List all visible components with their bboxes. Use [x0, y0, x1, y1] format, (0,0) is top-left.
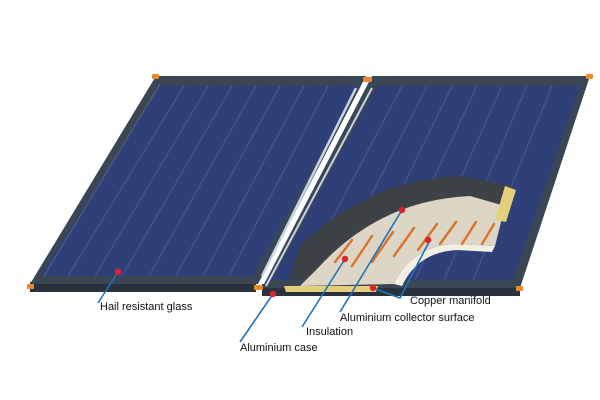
leader-hail-resistant-glass — [97, 271, 119, 304]
label-aluminium-collector-surface: Aluminium collector surface — [340, 312, 475, 324]
leader-copper-manifold — [372, 239, 431, 299]
marker-aluminium-collector-surface — [398, 206, 406, 214]
marker-copper-manifold-top — [424, 236, 432, 244]
left-collector-panel — [30, 76, 366, 292]
cutaway-insulation — [300, 196, 505, 286]
leader-aluminium-collector-surface — [339, 209, 403, 313]
label-aluminium-case: Aluminium case — [240, 342, 318, 354]
label-insulation: Insulation — [306, 326, 353, 338]
case-gold-strip — [284, 286, 378, 292]
label-hail-resistant-glass: Hail resistant glass — [100, 301, 193, 313]
marker-aluminium-case — [269, 290, 277, 298]
marker-hail-resistant-glass — [114, 268, 122, 276]
leader-aluminium-case — [239, 293, 274, 343]
left-panel-highlight — [260, 87, 358, 277]
callout-markers — [114, 206, 432, 298]
leader-insulation — [301, 258, 346, 328]
marker-insulation — [341, 255, 349, 263]
label-copper-manifold: Copper manifold — [410, 295, 491, 307]
marker-copper-manifold-bottom — [369, 284, 377, 292]
right-panel-highlight — [265, 87, 373, 287]
cutaway-gold-strip — [495, 186, 516, 222]
callout-leader-lines — [97, 209, 431, 343]
left-panel-side — [30, 282, 256, 292]
cutaway-insulation-edge — [394, 244, 495, 286]
pipe-connectors — [27, 74, 593, 291]
left-panel-stripes — [67, 85, 329, 277]
